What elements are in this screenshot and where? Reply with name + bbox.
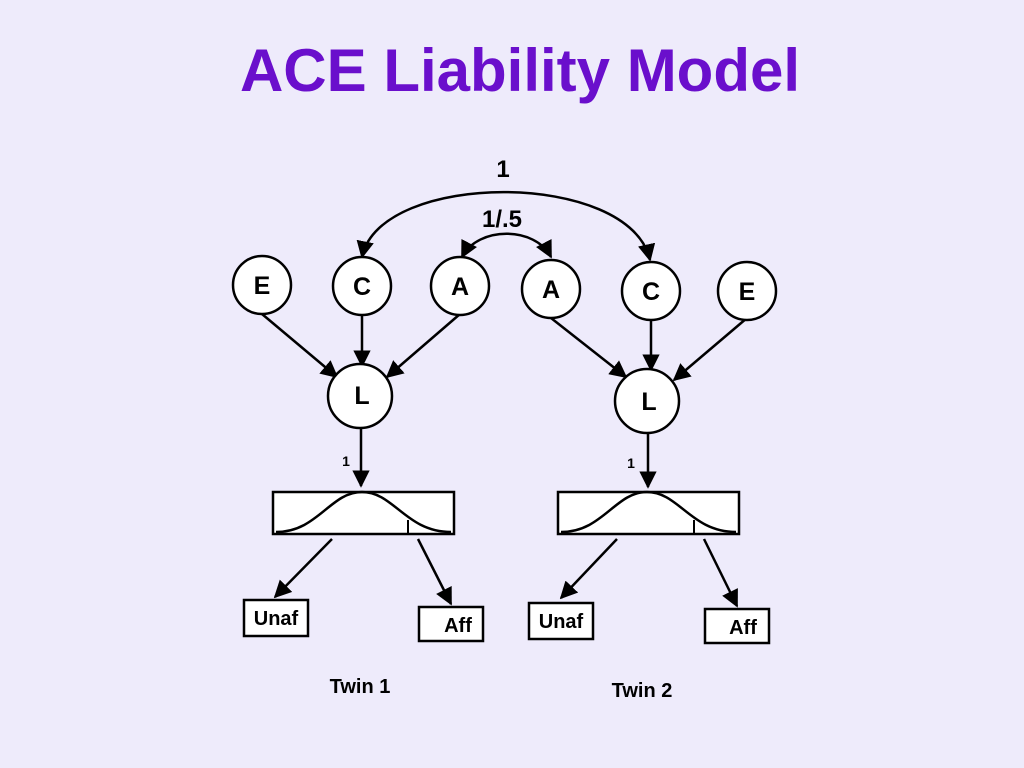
twin2-to-unaffected-path bbox=[559, 538, 618, 600]
slide-title: ACE Liability Model bbox=[239, 37, 801, 104]
twin1-e-to-l-path bbox=[261, 313, 339, 379]
twin2-unaffected-label: Unaf bbox=[539, 611, 584, 633]
twin2-normal-curve bbox=[560, 490, 737, 534]
twin1-affected-label: Aff bbox=[444, 615, 472, 637]
twin1-c-label: C bbox=[353, 273, 371, 301]
twin2-e-to-l-path bbox=[672, 317, 748, 382]
twin1-l-label: L bbox=[354, 382, 369, 410]
twin1-loading-label: 1 bbox=[342, 453, 350, 469]
twin1-label: Twin 1 bbox=[330, 676, 391, 698]
twin2-c-label: C bbox=[642, 278, 660, 306]
a-covariance-arc bbox=[460, 232, 553, 259]
twin2-affected-box bbox=[703, 607, 771, 645]
twin2-label: Twin 2 bbox=[612, 680, 673, 702]
twin1-c-node bbox=[331, 255, 393, 317]
twin1-affected-box bbox=[417, 605, 485, 643]
twin1-normal-curve bbox=[275, 490, 452, 534]
c-covariance-label: 1 bbox=[496, 156, 509, 183]
twin1-group: E C A L 1 Unaf Aff Twin 1 bbox=[231, 254, 491, 698]
twin2-a-label: A bbox=[542, 276, 560, 304]
twin2-l-label: L bbox=[641, 388, 656, 416]
twin2-loading-label: 1 bbox=[627, 455, 635, 471]
twin1-a-node bbox=[429, 255, 491, 317]
twin2-group: A C E L 1 Unaf Aff Twin 2 bbox=[520, 258, 778, 702]
twin1-a-label: A bbox=[451, 273, 469, 301]
twin2-unaffected-box bbox=[527, 601, 595, 641]
twin2-a-to-l-path bbox=[550, 317, 628, 379]
twin2-affected-label: Aff bbox=[729, 617, 757, 639]
twin2-e-label: E bbox=[739, 278, 756, 306]
twin1-unaffected-box bbox=[242, 598, 310, 638]
twin1-e-node bbox=[231, 254, 293, 316]
a-covariance-label: 1/.5 bbox=[482, 206, 522, 233]
twin1-unaffected-label: Unaf bbox=[254, 608, 299, 630]
c-covariance-arc bbox=[356, 190, 656, 262]
twin1-to-unaffected-path bbox=[273, 538, 333, 599]
twin1-to-affected-path bbox=[416, 538, 453, 606]
twin1-e-label: E bbox=[254, 272, 271, 300]
twin2-to-affected-path bbox=[702, 538, 739, 608]
twin2-e-node bbox=[716, 260, 778, 322]
twin1-a-to-l-path bbox=[385, 313, 461, 379]
twin2-c-node bbox=[620, 260, 682, 322]
twin2-a-node bbox=[520, 258, 582, 320]
